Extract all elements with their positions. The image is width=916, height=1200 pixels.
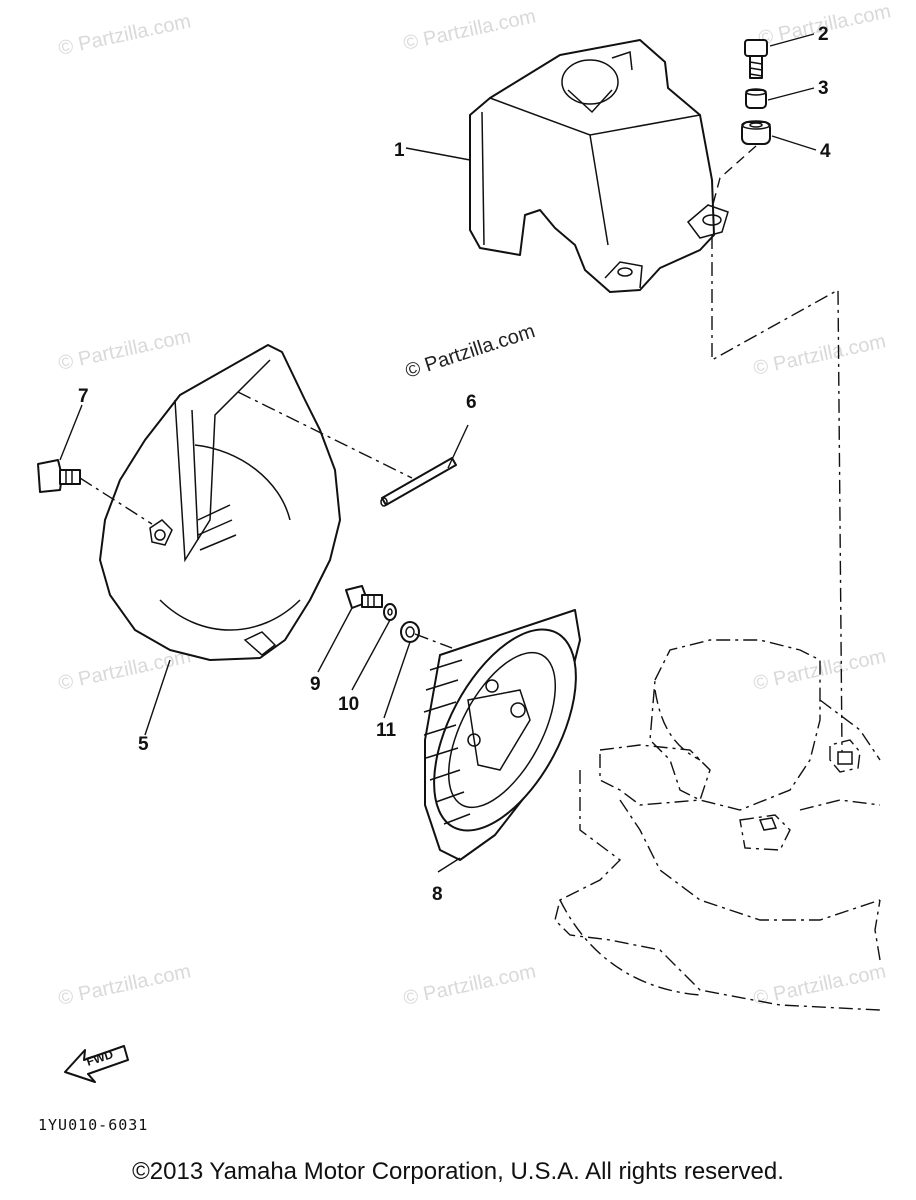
callout-6: 6 bbox=[466, 392, 477, 413]
bolt-part-7 bbox=[37, 459, 81, 493]
watermark: © Partzilla.com bbox=[56, 10, 192, 60]
washer-part-10 bbox=[383, 603, 397, 621]
flywheel-fan bbox=[423, 609, 581, 861]
engine-block bbox=[554, 639, 881, 1011]
callout-8: 8 bbox=[432, 884, 443, 905]
assembly-line bbox=[711, 145, 757, 209]
diagram-code: 1YU010-6031 bbox=[38, 1116, 148, 1134]
callout-4: 4 bbox=[820, 141, 831, 162]
callout-5: 5 bbox=[138, 734, 149, 755]
watermark: © Partzilla.com bbox=[401, 5, 537, 55]
assembly-line bbox=[414, 633, 453, 649]
callout-1: 1 bbox=[394, 140, 405, 161]
watermark: © Partzilla.com bbox=[56, 325, 192, 375]
leader-lines bbox=[59, 33, 817, 873]
assembly-line bbox=[237, 391, 413, 479]
callout-11: 11 bbox=[376, 720, 397, 741]
watermark: © Partzilla.com bbox=[56, 645, 192, 695]
watermark: © Partzilla.com bbox=[751, 960, 887, 1010]
cylinder-shroud bbox=[469, 39, 729, 293]
watermark: © Partzilla.com bbox=[401, 960, 537, 1010]
callout-9: 9 bbox=[310, 674, 321, 695]
washer-part-11 bbox=[400, 621, 420, 643]
callout-2: 2 bbox=[818, 24, 829, 45]
collar-part-3 bbox=[745, 88, 767, 109]
forward-arrow-icon: FWD bbox=[64, 1045, 129, 1083]
bolt-part-9 bbox=[345, 585, 383, 609]
main-watermark: © Partzilla.com bbox=[403, 320, 538, 383]
copyright-notice: ©2013 Yamaha Motor Corporation, U.S.A. A… bbox=[132, 1158, 784, 1185]
watermark: © Partzilla.com bbox=[56, 960, 192, 1010]
pin-part-6 bbox=[380, 457, 457, 507]
watermark: © Partzilla.com bbox=[751, 330, 887, 380]
callout-10: 10 bbox=[338, 694, 359, 715]
assembly-line bbox=[711, 235, 843, 753]
fan-housing bbox=[99, 344, 341, 661]
grommet-part-4 bbox=[741, 120, 771, 145]
bolt-part-2 bbox=[744, 39, 768, 79]
callout-3: 3 bbox=[818, 78, 829, 99]
callout-7: 7 bbox=[78, 386, 89, 407]
